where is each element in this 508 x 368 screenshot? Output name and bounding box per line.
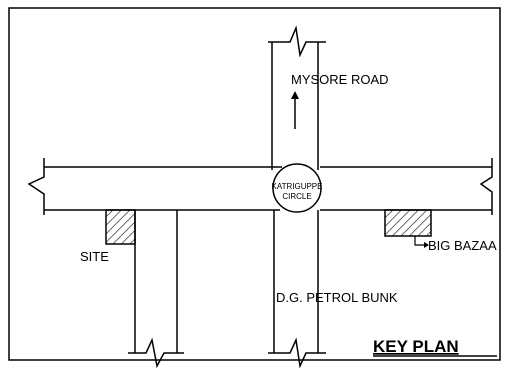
circle-label-line2: CIRCLE <box>282 192 311 201</box>
road-break-bottom <box>268 337 326 368</box>
petrol-bunk-label: D.G. PETROL BUNK <box>276 290 398 305</box>
mysore-road <box>268 25 326 170</box>
mysore-road-label: MYSORE ROAD <box>291 72 389 87</box>
main-road <box>27 158 493 215</box>
site-label: SITE <box>80 249 109 264</box>
petrol-bunk-road <box>268 210 326 368</box>
big-bazaar-plot <box>384 209 432 237</box>
site-plot <box>105 209 136 245</box>
road-break-right <box>479 158 493 215</box>
site-side-road <box>128 210 184 368</box>
map-frame <box>8 7 501 361</box>
road-break-left <box>27 158 45 215</box>
circle-label-line1: KATRIGUPPE <box>272 182 323 191</box>
arrow-right-icon <box>414 236 429 248</box>
key-plan-title: KEY PLAN <box>373 337 459 356</box>
arrow-up-icon <box>291 91 299 129</box>
big-bazaar-label: BIG BAZAA <box>428 238 497 253</box>
katriguppe-circle <box>272 163 322 213</box>
road-break-top <box>268 25 326 58</box>
road-break-site <box>128 337 184 368</box>
